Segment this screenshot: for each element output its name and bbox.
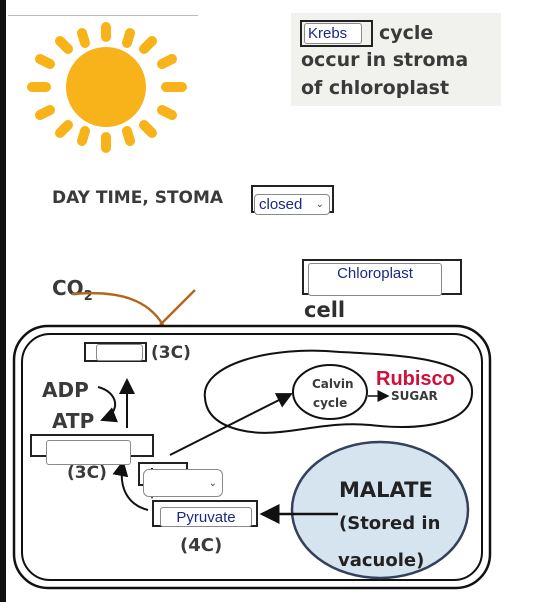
stored-in-label: (Stored in <box>339 513 441 534</box>
rubisco-label: Rubisco <box>376 368 455 390</box>
co2-subscript: 2 <box>83 289 93 304</box>
top-blank-frame <box>84 342 147 362</box>
cycle-label: cycle <box>313 396 348 410</box>
adp-label: ADP <box>42 378 89 402</box>
chevron-down-icon: ⌄ <box>208 477 217 489</box>
statement-line1: cycle <box>379 22 434 44</box>
statement-blank-input[interactable]: Krebs <box>304 23 362 44</box>
co2-label: CO2 <box>52 276 93 304</box>
chevron-down-icon: ⌄ <box>315 199 324 210</box>
pyruvate-input[interactable]: Pyruvate <box>160 507 252 527</box>
compound-select[interactable]: ⌄ <box>143 469 223 497</box>
top-rule <box>8 15 198 16</box>
sugar-label: SUGAR <box>391 389 438 403</box>
bottom-4c-label: (4C) <box>180 535 223 556</box>
stoma-select[interactable]: closed ⌄ <box>254 194 330 215</box>
stoma-select-value: closed <box>259 196 303 213</box>
sun-icon <box>27 22 187 153</box>
daytime-stoma-label: DAY TIME, STOMA <box>52 188 224 208</box>
mid-blank-input[interactable] <box>46 440 131 465</box>
co2-text: CO <box>52 276 84 300</box>
statement-blank-frame <box>300 20 373 47</box>
atp-label: ATP <box>52 409 95 433</box>
malate-label: MALATE <box>339 478 433 502</box>
statement-line3: of chloroplast <box>301 77 450 99</box>
top-3c-label: (3C) <box>151 343 191 363</box>
top-blank-input[interactable] <box>96 344 143 361</box>
statement-line2: occur in stroma <box>301 49 469 71</box>
vacuole-label: vacuole) <box>338 550 425 571</box>
calvin-label: Calvin <box>312 377 354 391</box>
cell-label: cell <box>304 298 346 322</box>
cell-answer-input[interactable]: Chloroplast <box>308 263 442 296</box>
mid-3c-label: (3C) <box>67 463 107 483</box>
left-edge-bar <box>0 0 6 602</box>
